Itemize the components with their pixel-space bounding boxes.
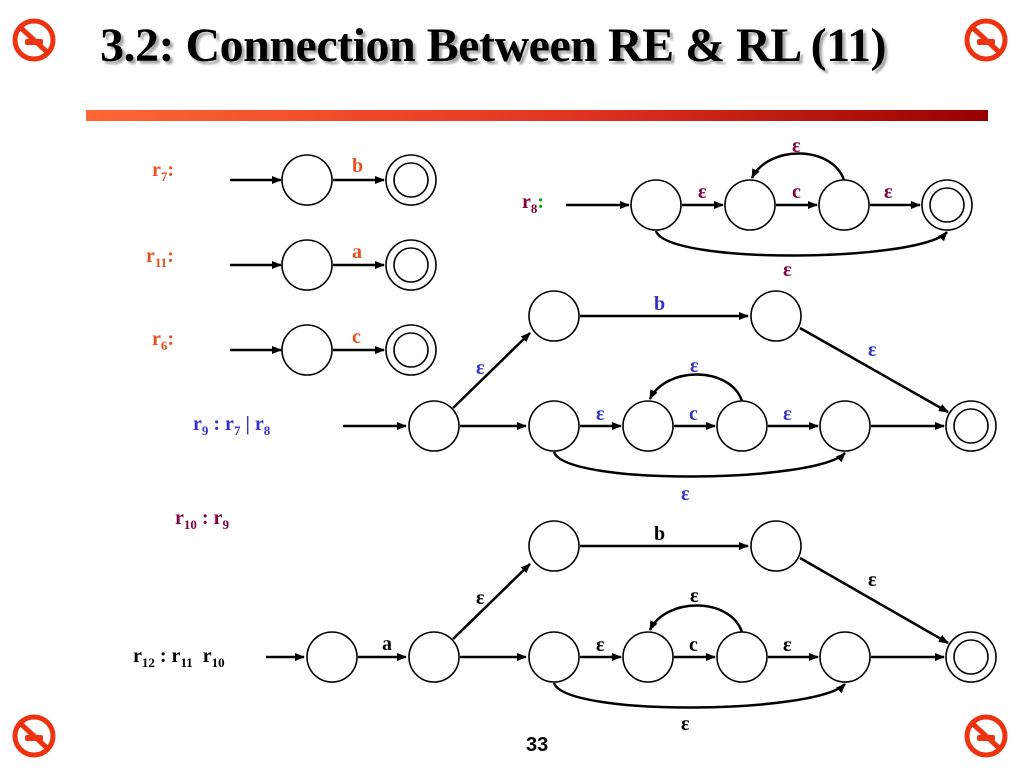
epsilon-label: ε (884, 181, 893, 203)
label-r12: r12 : r11 r10 (133, 645, 225, 670)
symbol-a: a (382, 633, 392, 655)
nfa-r7 (230, 154, 437, 206)
symbol-b: b (654, 293, 665, 315)
symbol-b: b (352, 155, 363, 177)
symbol-b: b (654, 523, 665, 545)
nfa-r9 (343, 290, 997, 478)
accept-state (385, 154, 437, 206)
epsilon-label: ε (698, 181, 707, 203)
logo-icon-bottom-left (12, 714, 56, 758)
epsilon-label: ε (783, 403, 792, 425)
title-divider (86, 110, 988, 121)
logo-icon-top-right (964, 18, 1008, 62)
epsilon-label: ε (596, 403, 605, 425)
page-title: 3.2: Connection Between RE & RL (11) (100, 19, 886, 72)
epsilon-label: ε (868, 339, 877, 361)
page-number: 33 (526, 734, 549, 756)
logo-icon-top-left (12, 18, 56, 62)
symbol-c: c (689, 634, 698, 656)
epsilon-label: ε (783, 634, 792, 656)
nfa-r12 (266, 520, 997, 709)
nfa-r11 (230, 239, 437, 291)
nfa-r8 (566, 152, 973, 257)
symbol-c: c (792, 181, 801, 203)
logo-icon-bottom-right (964, 714, 1008, 758)
epsilon-label: ε (868, 569, 877, 591)
epsilon-label: ε (596, 634, 605, 656)
epsilon-label: ε (476, 357, 485, 379)
label-r10: r10 : r9 (175, 507, 229, 532)
epsilon-label: ε (783, 259, 792, 281)
label-r9: r9 : r7 | r8 (193, 413, 271, 438)
label-r6: r6: (152, 328, 174, 353)
epsilon-label: ε (681, 713, 690, 735)
label-r11: r11: (146, 245, 174, 270)
symbol-c: c (689, 403, 698, 425)
symbol-a: a (352, 241, 362, 263)
label-r7: r7: (152, 159, 174, 184)
state (281, 154, 333, 206)
epsilon-label: ε (792, 135, 801, 157)
epsilon-label: ε (476, 587, 485, 609)
label-r8: r8: (522, 191, 544, 216)
epsilon-label: ε (681, 483, 690, 505)
nfa-r6 (230, 324, 437, 376)
epsilon-label: ε (690, 585, 699, 607)
symbol-c: c (352, 326, 361, 348)
epsilon-label: ε (690, 355, 699, 377)
